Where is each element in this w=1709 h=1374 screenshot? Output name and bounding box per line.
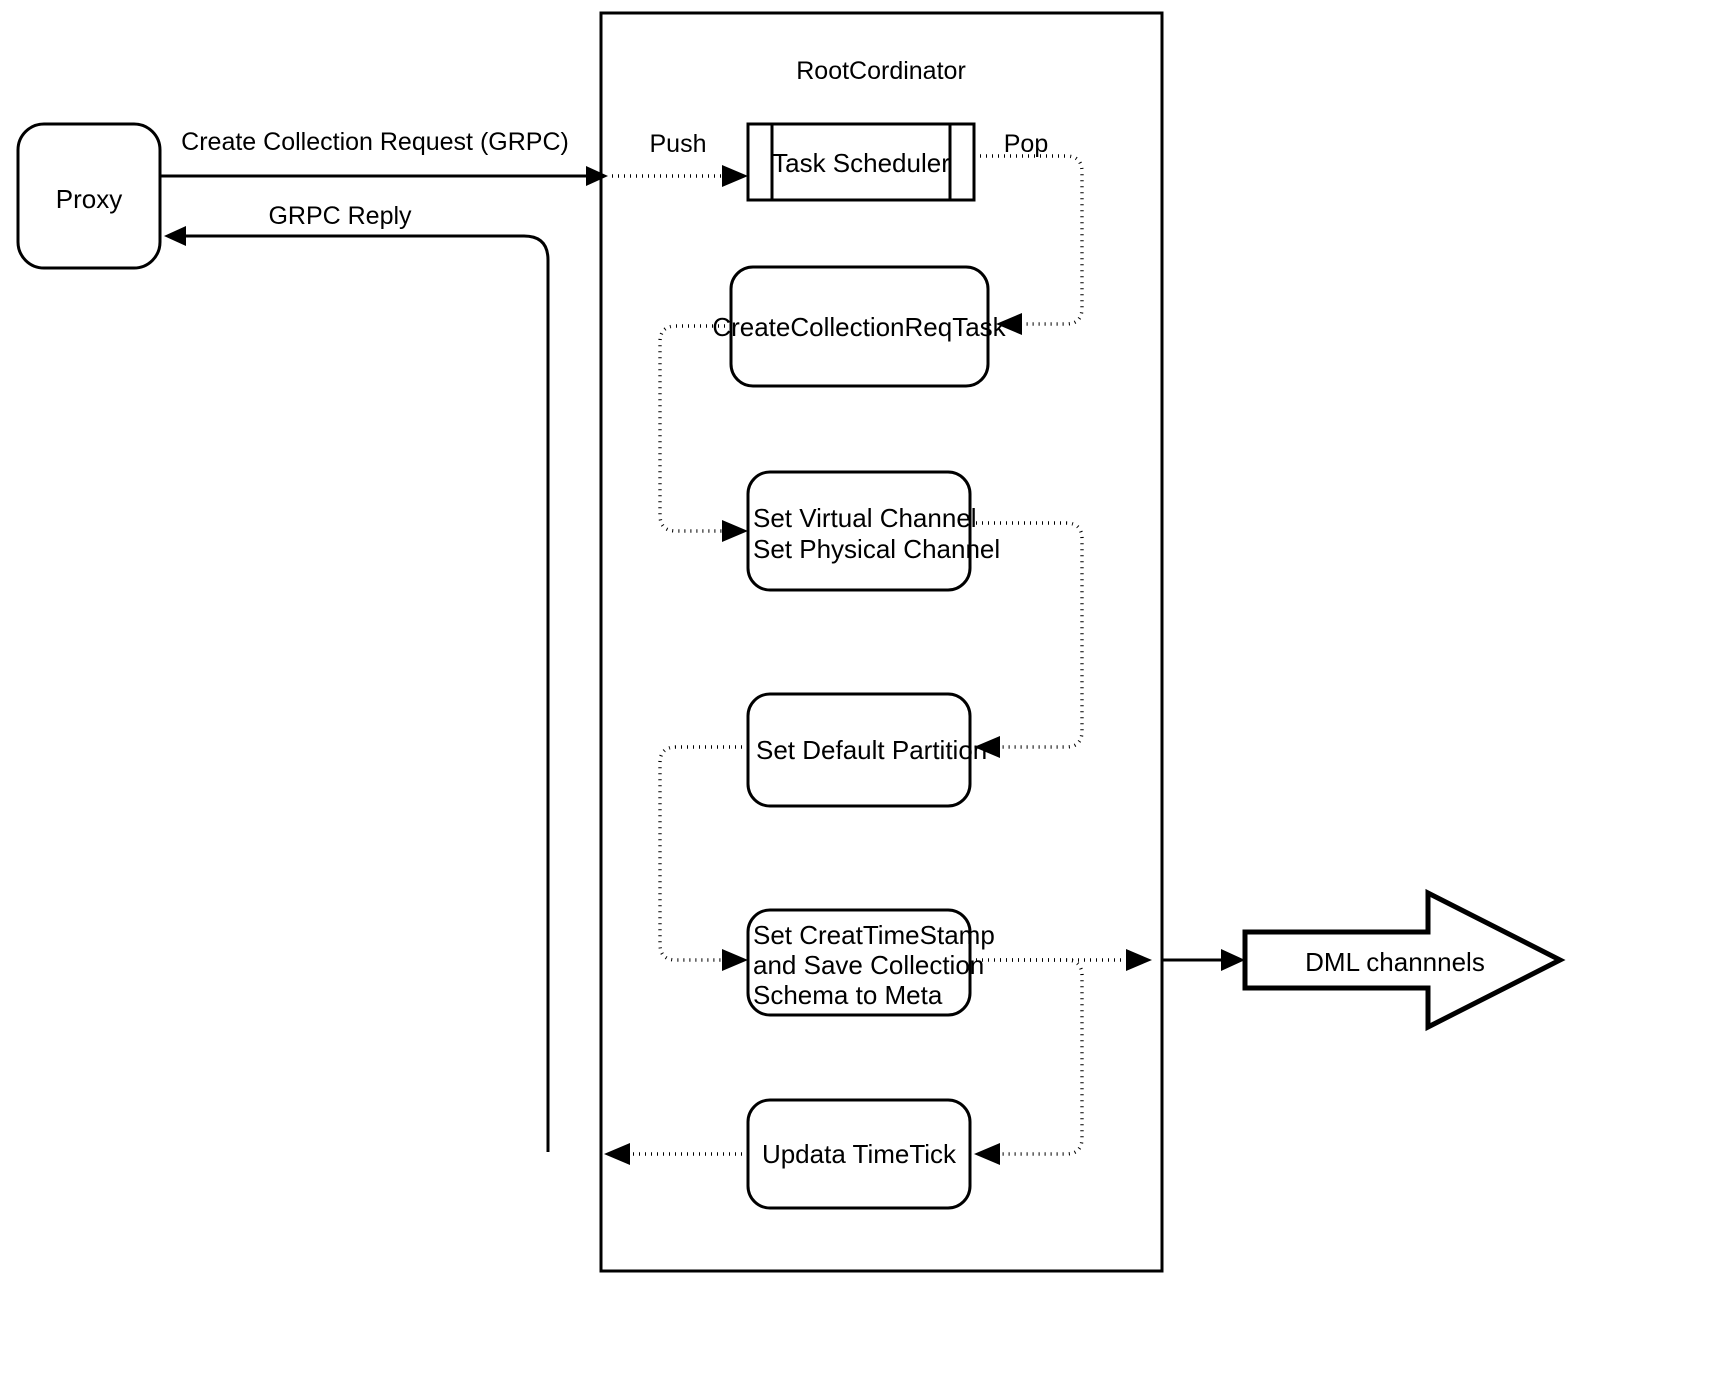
edge-grpc-reply [186,234,550,1152]
edge-partition-to-timestamp-arrowhead [722,949,748,971]
set-channel-node[interactable] [746,470,972,592]
dml-channels-label: DML channnels [1305,947,1485,977]
dml-channels-arrow [1242,888,1566,1032]
edge-pop-label: Pop [1004,130,1048,158]
edge-channel-to-partition [970,521,1084,749]
edge-push-arrowhead [722,165,748,187]
set-timestamp-node[interactable] [746,908,972,1017]
set-timestamp-label-line3: Schema to Meta [753,980,943,1010]
set-channel-label-line2: Set Physical Channel [753,534,1000,564]
edge-task-to-channel-arrowhead [722,520,748,542]
edge-channel-to-partition-arrowhead [974,736,1000,758]
create-collection-req-task-label: CreateCollectionReqTask [712,312,1006,342]
edge-pop-arrowhead [996,313,1022,335]
rootcordinator-title: RootCordinator [796,57,966,85]
proxy-node[interactable] [16,122,162,270]
edge-push-label: Push [650,130,707,158]
updata-timetick-label: Updata TimeTick [762,1139,957,1169]
edge-create-collection-request-arrowhead [586,166,608,186]
set-channel-label-line1: Set Virtual Channel [753,503,977,533]
edge-grpc-reply-arrowhead [164,226,186,246]
set-default-partition-node[interactable] [746,692,972,808]
set-timestamp-label-line2: and Save Collection [753,950,984,980]
rootcordinator-container [599,11,1164,1273]
edge-timestamp-to-timetick [1000,958,1084,1156]
edge-timestamp-to-timetick-arrowhead [974,1143,1000,1165]
task-scheduler-node[interactable] [746,122,976,202]
task-scheduler-label: Task Scheduler [772,148,950,178]
set-default-partition-label: Set Default Partition [756,735,987,765]
set-timestamp-label-line1: Set CreatTimeStamp [753,920,995,950]
edge-create-collection-request-label: Create Collection Request (GRPC) [181,128,569,156]
edge-partition-to-timestamp [658,745,748,962]
proxy-node-label: Proxy [56,184,122,214]
edge-timetick-to-reply-arrowhead [604,1143,630,1165]
edge-grpc-reply-label: GRPC Reply [268,202,412,230]
edge-timestamp-to-dml-arrowhead [1221,949,1245,971]
edge-timestamp-to-container-arrowhead [1126,949,1152,971]
